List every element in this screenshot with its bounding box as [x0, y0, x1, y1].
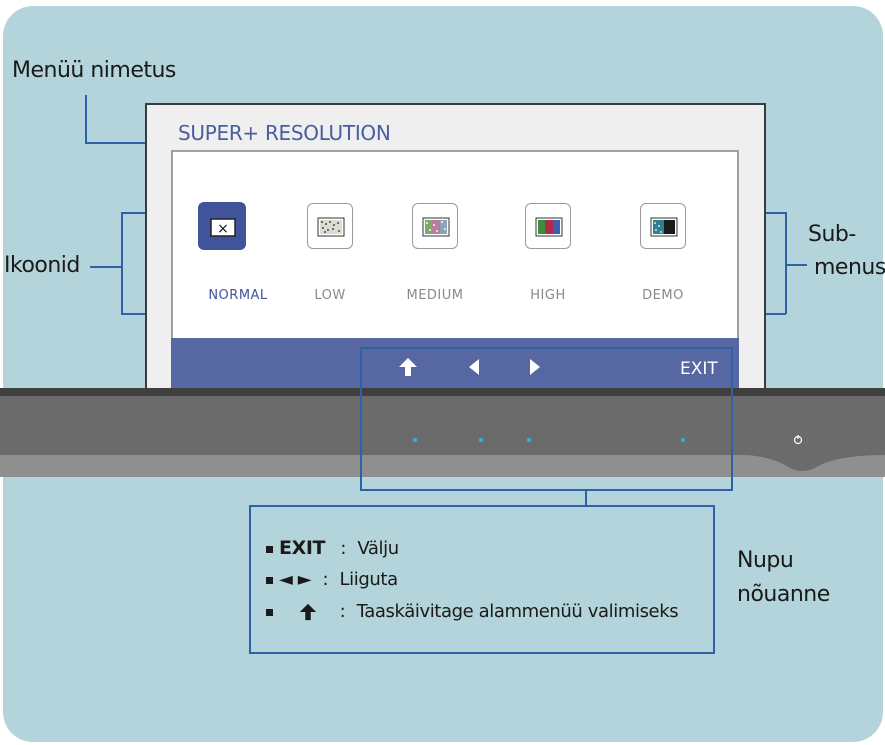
button-tip-callout-line1: Nupu [737, 548, 794, 573]
button-highlight-box [360, 347, 733, 491]
guide-restart-sep: : [339, 601, 346, 622]
left-triangle-icon[interactable] [467, 358, 481, 381]
icons-leader-h [90, 266, 122, 268]
right-triangle-icon[interactable] [528, 358, 542, 381]
submenus-bracket-v [785, 212, 787, 314]
bullet-icon [266, 608, 273, 616]
demo-pattern-icon [650, 217, 678, 237]
power-icon[interactable] [792, 433, 804, 445]
submenus-leader-h [785, 264, 807, 266]
guide-restart-row: : Taaskäivitage alammenüü valimiseks [266, 601, 679, 622]
guide-move-row: ◄ ► : Liiguta [266, 569, 398, 590]
guide-exit-key: EXIT [279, 537, 326, 559]
led-up-button[interactable] [413, 438, 417, 442]
option-normal-button[interactable]: × [198, 202, 246, 250]
svg-text:×: × [217, 221, 229, 237]
menu-name-leader-horizontal [85, 142, 147, 144]
highlight-connector [585, 491, 587, 505]
option-high-label: HIGH [530, 288, 566, 303]
submenus-callout-line2: menus [814, 255, 885, 280]
guide-exit-sep: : [340, 538, 347, 559]
guide-restart-desc: Taaskäivitage alammenüü valimiseks [356, 601, 679, 622]
submenus-bracket-bottom [766, 313, 786, 315]
guide-move-sep: : [322, 569, 329, 590]
return-up-arrow-icon[interactable] [397, 356, 419, 383]
led-right-button[interactable] [527, 438, 531, 442]
menu-name-leader-vertical [85, 95, 87, 143]
bullet-icon [266, 545, 273, 553]
option-low-label: LOW [314, 288, 346, 303]
submenus-callout-line1: Sub- [808, 222, 856, 247]
monitor-bezel-top [0, 388, 885, 396]
monitor-bezel [0, 396, 885, 455]
guide-move-keys: ◄ ► [279, 569, 312, 590]
guide-exit-desc: Välju [357, 538, 399, 559]
x-icon: × [210, 218, 236, 237]
high-pattern-icon [535, 217, 563, 237]
monitor-bezel-lower [0, 455, 885, 477]
option-demo-label: DEMO [642, 288, 684, 303]
option-medium-button[interactable] [412, 203, 458, 249]
guide-move-desc: Liiguta [339, 569, 399, 590]
icons-bracket-v [121, 212, 123, 314]
button-tip-callout-line2: nõuanne [737, 582, 830, 607]
menu-name-callout: Menüü nimetus [12, 58, 176, 83]
osd-title: SUPER+ RESOLUTION [178, 121, 391, 145]
return-up-arrow-icon [300, 603, 317, 621]
button-guide-box [249, 505, 715, 654]
option-demo-button[interactable] [640, 203, 686, 249]
led-exit-button[interactable] [681, 438, 685, 442]
low-pattern-icon [317, 217, 345, 237]
option-low-button[interactable] [307, 203, 353, 249]
icons-callout: Ikoonid [4, 253, 80, 278]
bezel-curve [740, 450, 885, 471]
icons-bracket-bottom [121, 313, 145, 315]
guide-exit-row: EXIT : Välju [266, 537, 399, 559]
icons-bracket-top [121, 212, 145, 214]
option-normal-label: NORMAL [208, 288, 268, 303]
led-left-button[interactable] [479, 438, 483, 442]
option-medium-label: MEDIUM [406, 288, 464, 303]
bullet-icon [266, 576, 273, 584]
medium-pattern-icon [422, 217, 450, 237]
exit-button[interactable]: EXIT [680, 359, 718, 379]
submenus-bracket-top [766, 212, 786, 214]
option-high-button[interactable] [525, 203, 571, 249]
